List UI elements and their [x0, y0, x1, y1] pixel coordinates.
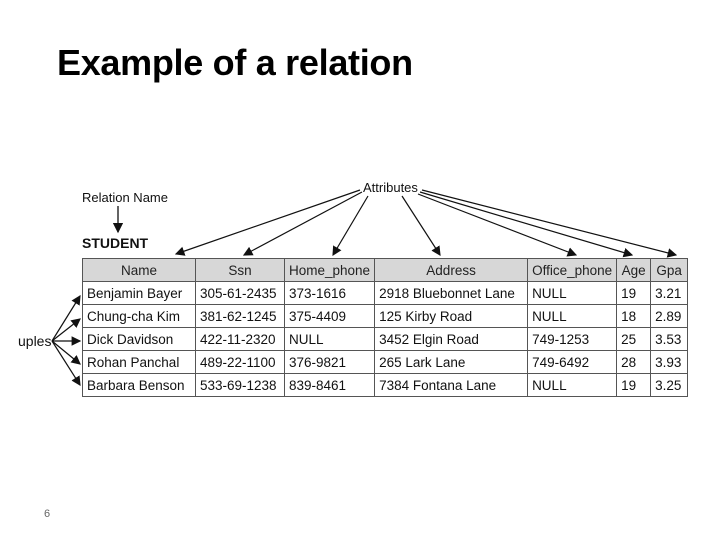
table-cell: Dick Davidson — [82, 327, 196, 351]
column-header: Home_phone — [283, 258, 376, 282]
table-cell: NULL — [283, 327, 376, 351]
table-cell: 839-8461 — [283, 373, 376, 397]
table-cell: 533-69-1238 — [195, 373, 285, 397]
column-header: Name — [82, 258, 196, 282]
table-cell: 2.89 — [650, 304, 689, 328]
attribute-arrows — [174, 189, 678, 258]
table-cell: Barbara Benson — [82, 373, 196, 397]
page-number: 6 — [44, 508, 51, 520]
table-cell: 19 — [616, 281, 652, 305]
table-cell: 376-9821 — [283, 350, 376, 374]
table-cell: 422-11-2320 — [195, 327, 285, 351]
attributes-label: Attributes — [363, 180, 418, 195]
table-cell: Rohan Panchal — [82, 350, 196, 374]
table-row: Rohan Panchal 489-22-1100 376-9821 265 L… — [82, 350, 689, 374]
table-cell: 3.53 — [650, 327, 689, 351]
table-cell: 381-62-1245 — [195, 304, 285, 328]
column-header: Age — [616, 258, 652, 282]
student-table: Name Ssn Home_phone Address Office_phone… — [82, 258, 689, 397]
table-cell: 19 — [616, 373, 652, 397]
table-cell: 25 — [616, 327, 652, 351]
column-header: Address — [374, 258, 529, 282]
table-cell: NULL — [527, 373, 618, 397]
table-row: Chung-cha Kim 381-62-1245 375-4409 125 K… — [82, 304, 689, 328]
table-cell: Benjamin Bayer — [82, 281, 196, 305]
table-cell: 305-61-2435 — [195, 281, 285, 305]
table-cell: 375-4409 — [283, 304, 376, 328]
table-cell: 749-1253 — [527, 327, 618, 351]
table-cell: 18 — [616, 304, 652, 328]
table-row: Barbara Benson 533-69-1238 839-8461 7384… — [82, 373, 689, 397]
table-cell: 2918 Bluebonnet Lane — [374, 281, 529, 305]
column-header: Office_phone — [527, 258, 618, 282]
table-cell: 373-1616 — [283, 281, 376, 305]
table-cell: 125 Kirby Road — [374, 304, 529, 328]
relation-name-label: Relation Name — [82, 190, 168, 205]
relation-title: STUDENT — [82, 235, 149, 251]
table-cell: Chung-cha Kim — [82, 304, 196, 328]
table-cell: 489-22-1100 — [195, 350, 285, 374]
table-row: Dick Davidson 422-11-2320 NULL 3452 Elgi… — [82, 327, 689, 351]
table-cell: 749-6492 — [527, 350, 618, 374]
table-cell: NULL — [527, 281, 618, 305]
column-header: Ssn — [195, 258, 285, 282]
table-cell: 3.93 — [650, 350, 689, 374]
table-cell: 265 Lark Lane — [374, 350, 529, 374]
table-cell: 7384 Fontana Lane — [374, 373, 529, 397]
table-cell: 3452 Elgin Road — [374, 327, 529, 351]
table-header-row: Name Ssn Home_phone Address Office_phone… — [82, 258, 689, 282]
table-cell: 28 — [616, 350, 652, 374]
table-cell: 3.25 — [650, 373, 689, 397]
slide-title: Example of a relation — [57, 42, 413, 83]
tuple-arrows — [51, 294, 82, 387]
tuples-label: uples — [18, 333, 52, 349]
table-cell: NULL — [527, 304, 618, 328]
column-header: Gpa — [650, 258, 689, 282]
table-cell: 3.21 — [650, 281, 689, 305]
table-row: Benjamin Bayer 305-61-2435 373-1616 2918… — [82, 281, 689, 305]
